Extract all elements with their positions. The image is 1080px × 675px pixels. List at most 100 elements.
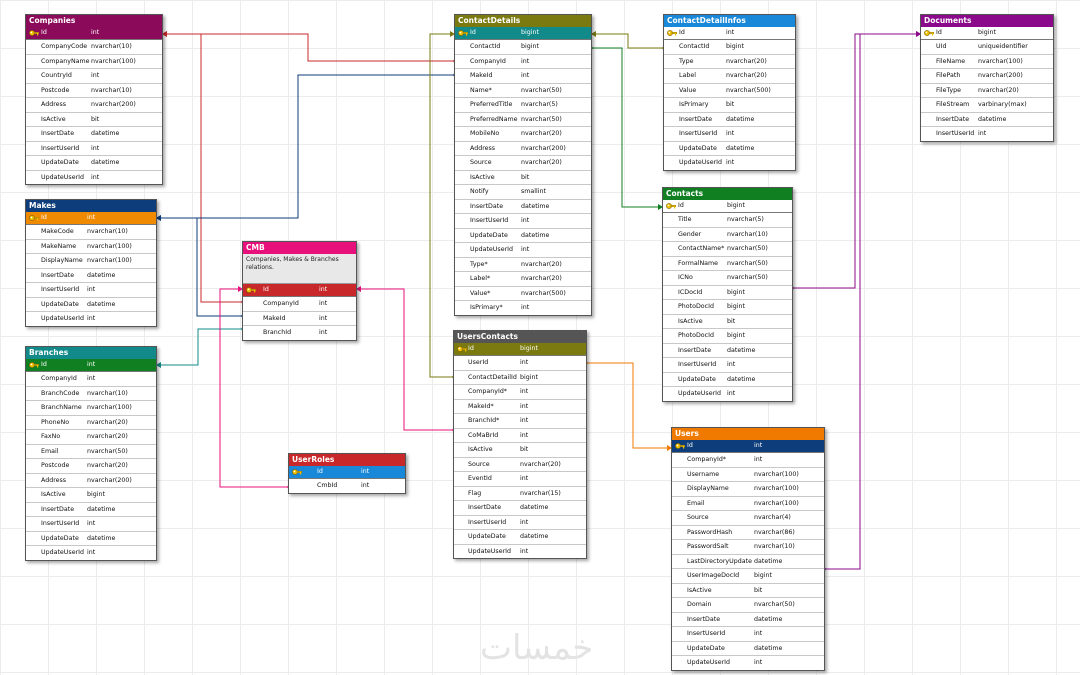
table-row[interactable]: Value*nvarchar(500)	[455, 287, 591, 301]
table-row[interactable]: CompanyId*int	[672, 453, 824, 468]
table-row[interactable]: ContactName*nvarchar(50)	[663, 242, 792, 257]
table-row[interactable]: Name*nvarchar(50)	[455, 84, 591, 98]
table-row[interactable]: MakeId*int	[454, 400, 586, 414]
table-row[interactable]: Type*nvarchar(20)	[455, 258, 591, 272]
